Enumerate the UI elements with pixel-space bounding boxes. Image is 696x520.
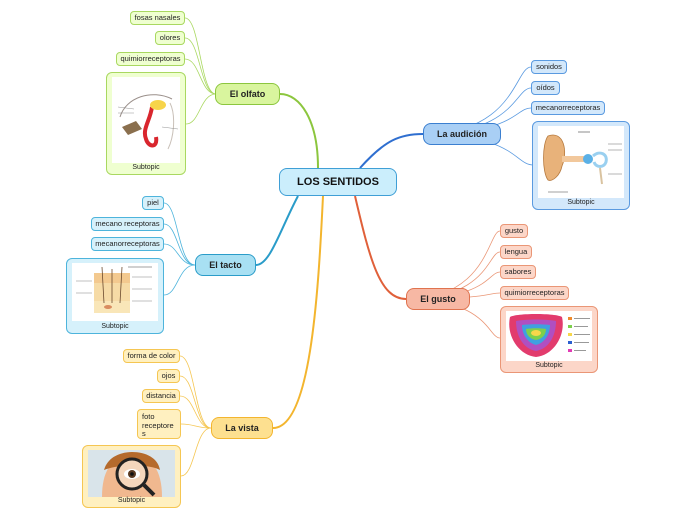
subtopic-mecano-receptoras[interactable]: mecano receptoras (91, 217, 164, 231)
link-tacto-item (163, 202, 196, 266)
link-vista-item (179, 355, 212, 429)
link-tacto-image (163, 264, 196, 296)
link-vista (272, 195, 324, 429)
link-tacto (255, 195, 299, 266)
tongue-taste-map-image (506, 311, 592, 361)
subtopic-piel[interactable]: piel (142, 196, 164, 210)
image-caption: Subtopic (117, 496, 146, 504)
subtopic-sabores[interactable]: sabores (500, 265, 536, 279)
skin-anatomy-image (72, 263, 158, 321)
subtopic-mecanorreceptoras[interactable]: mecanorreceptoras (91, 237, 164, 251)
image-caption: Subtopic (535, 361, 563, 369)
link-vista-item (179, 395, 212, 429)
subtopic-mecanorreceptoras[interactable]: mecanorreceptoras (531, 101, 605, 115)
link-gusto (354, 195, 407, 300)
topic-gusto[interactable]: El gusto (406, 288, 470, 310)
subtopic-quimiorreceptoras[interactable]: quimiorreceptoras (116, 52, 185, 66)
subtopic-quimiorreceptoras[interactable]: quimiorreceptoras (500, 286, 569, 300)
nose-anatomy-image (112, 77, 180, 163)
topic-audicion[interactable]: La audición (423, 123, 501, 145)
subtopic-olores[interactable]: olores (155, 31, 185, 45)
topic-tacto[interactable]: El tacto (195, 254, 256, 276)
subtopic-forma-de-color[interactable]: forma de color (123, 349, 180, 363)
link-audicion (359, 133, 424, 169)
topic-olfato[interactable]: El olfato (215, 83, 280, 105)
subtopic-lengua[interactable]: lengua (500, 245, 532, 259)
link-tacto-item (163, 223, 196, 266)
central-topic[interactable]: LOS SENTIDOS (279, 168, 397, 196)
image-card-tacto[interactable]: Subtopic (66, 258, 164, 334)
child-magnifying-glass-image (88, 450, 175, 497)
link-olfato-item (184, 17, 217, 95)
link-vista-item (180, 423, 212, 429)
link-olfato-image (185, 93, 217, 125)
link-olfato-item (184, 58, 217, 95)
link-olfato (279, 93, 319, 169)
image-card-gusto[interactable]: Subtopic (500, 306, 598, 373)
topic-vista[interactable]: La vista (211, 417, 273, 439)
image-caption: Subtopic (567, 198, 595, 206)
subtopic-ojos[interactable]: ojos (157, 369, 180, 383)
image-card-vista[interactable]: Subtopic (82, 445, 181, 508)
link-vista-image (180, 427, 212, 477)
image-caption: Subtopic (101, 322, 129, 330)
subtopic-oidos[interactable]: oídos (531, 81, 560, 95)
image-card-audicion[interactable]: Subtopic (532, 121, 630, 210)
subtopic-distancia[interactable]: distancia (142, 389, 180, 403)
subtopic-sonidos[interactable]: sonidos (531, 60, 567, 74)
link-tacto-item (163, 243, 196, 266)
subtopic-gusto[interactable]: gusto (500, 224, 528, 238)
image-caption: Subtopic (132, 163, 160, 171)
ear-anatomy-image (538, 126, 624, 198)
image-card-olfato[interactable]: Subtopic (106, 72, 186, 175)
subtopic-foto-receptores[interactable]: foto receptore s (137, 409, 181, 439)
link-vista-item (179, 375, 212, 429)
subtopic-fosas-nasales[interactable]: fosas nasales (130, 11, 185, 25)
link-olfato-item (184, 37, 217, 95)
